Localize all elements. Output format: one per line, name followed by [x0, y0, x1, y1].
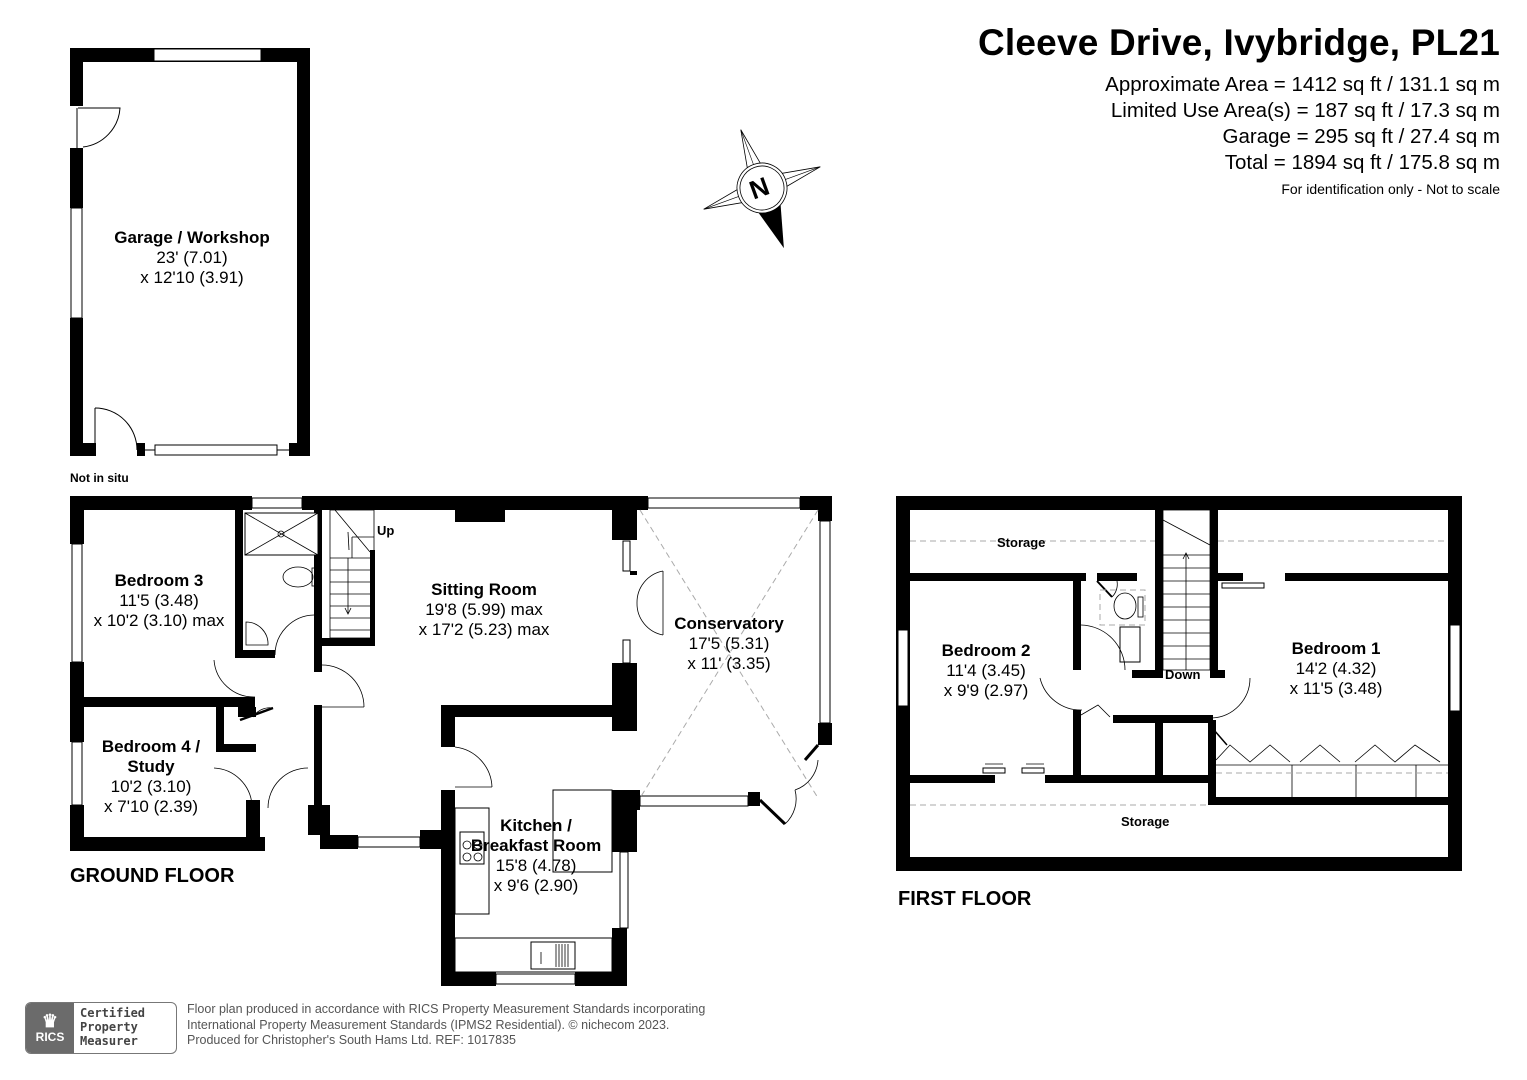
storage-top-label: Storage	[997, 535, 1046, 550]
rics-certified-badge: ♛ RICS Certified Property Measurer	[25, 1002, 177, 1054]
not-in-situ-note: Not in situ	[70, 471, 129, 485]
first-floor-label: FIRST FLOOR	[898, 888, 1032, 910]
room-bedroom-4-study: Bedroom 4 / Study 10'2 (3.10) x 7'10 (2.…	[101, 737, 201, 816]
storage-bottom-label: Storage	[1121, 814, 1170, 829]
scale-note: For identification only - Not to scale	[1281, 181, 1500, 197]
room-garage: Garage / Workshop 23' (7.01) x 12'10 (3.…	[114, 228, 270, 287]
total-area: Total = 1894 sq ft / 175.8 sq m	[1224, 151, 1500, 174]
stairs-down-label: Down	[1165, 667, 1201, 682]
room-bedroom-3: Bedroom 3 11'5 (3.48) x 10'2 (3.10) max	[93, 571, 225, 630]
approximate-area: Approximate Area = 1412 sq ft / 131.1 sq…	[1105, 73, 1500, 96]
room-bedroom-1: Bedroom 1 14'2 (4.32) x 11'5 (3.48)	[1289, 639, 1383, 698]
area-summary: Approximate Area = 1412 sq ft / 131.1 sq…	[1105, 72, 1500, 202]
garage-area: Garage = 295 sq ft / 27.4 sq m	[1222, 125, 1500, 148]
room-sitting-room: Sitting Room 19'8 (5.99) max x 17'2 (5.2…	[418, 580, 550, 639]
room-conservatory: Conservatory 17'5 (5.31) x 11' (3.35)	[674, 614, 784, 673]
ground-floor-label: GROUND FLOOR	[70, 865, 235, 887]
room-bedroom-2: Bedroom 2 11'4 (3.45) x 9'9 (2.97)	[941, 641, 1031, 700]
disclaimer-text: Floor plan produced in accordance with R…	[187, 1002, 706, 1047]
rics-logo: ♛ RICS	[26, 1003, 74, 1053]
rics-lion-icon: ♛	[41, 1011, 59, 1031]
north-compass-icon	[703, 129, 821, 249]
limited-use-area: Limited Use Area(s) = 187 sq ft / 17.3 s…	[1110, 99, 1500, 122]
property-title: Cleeve Drive, Ivybridge, PL21	[978, 22, 1500, 63]
room-kitchen-breakfast: Kitchen / Breakfast Room 15'8 (4.78) x 9…	[470, 816, 602, 895]
stairs-up-label: Up	[377, 523, 395, 538]
